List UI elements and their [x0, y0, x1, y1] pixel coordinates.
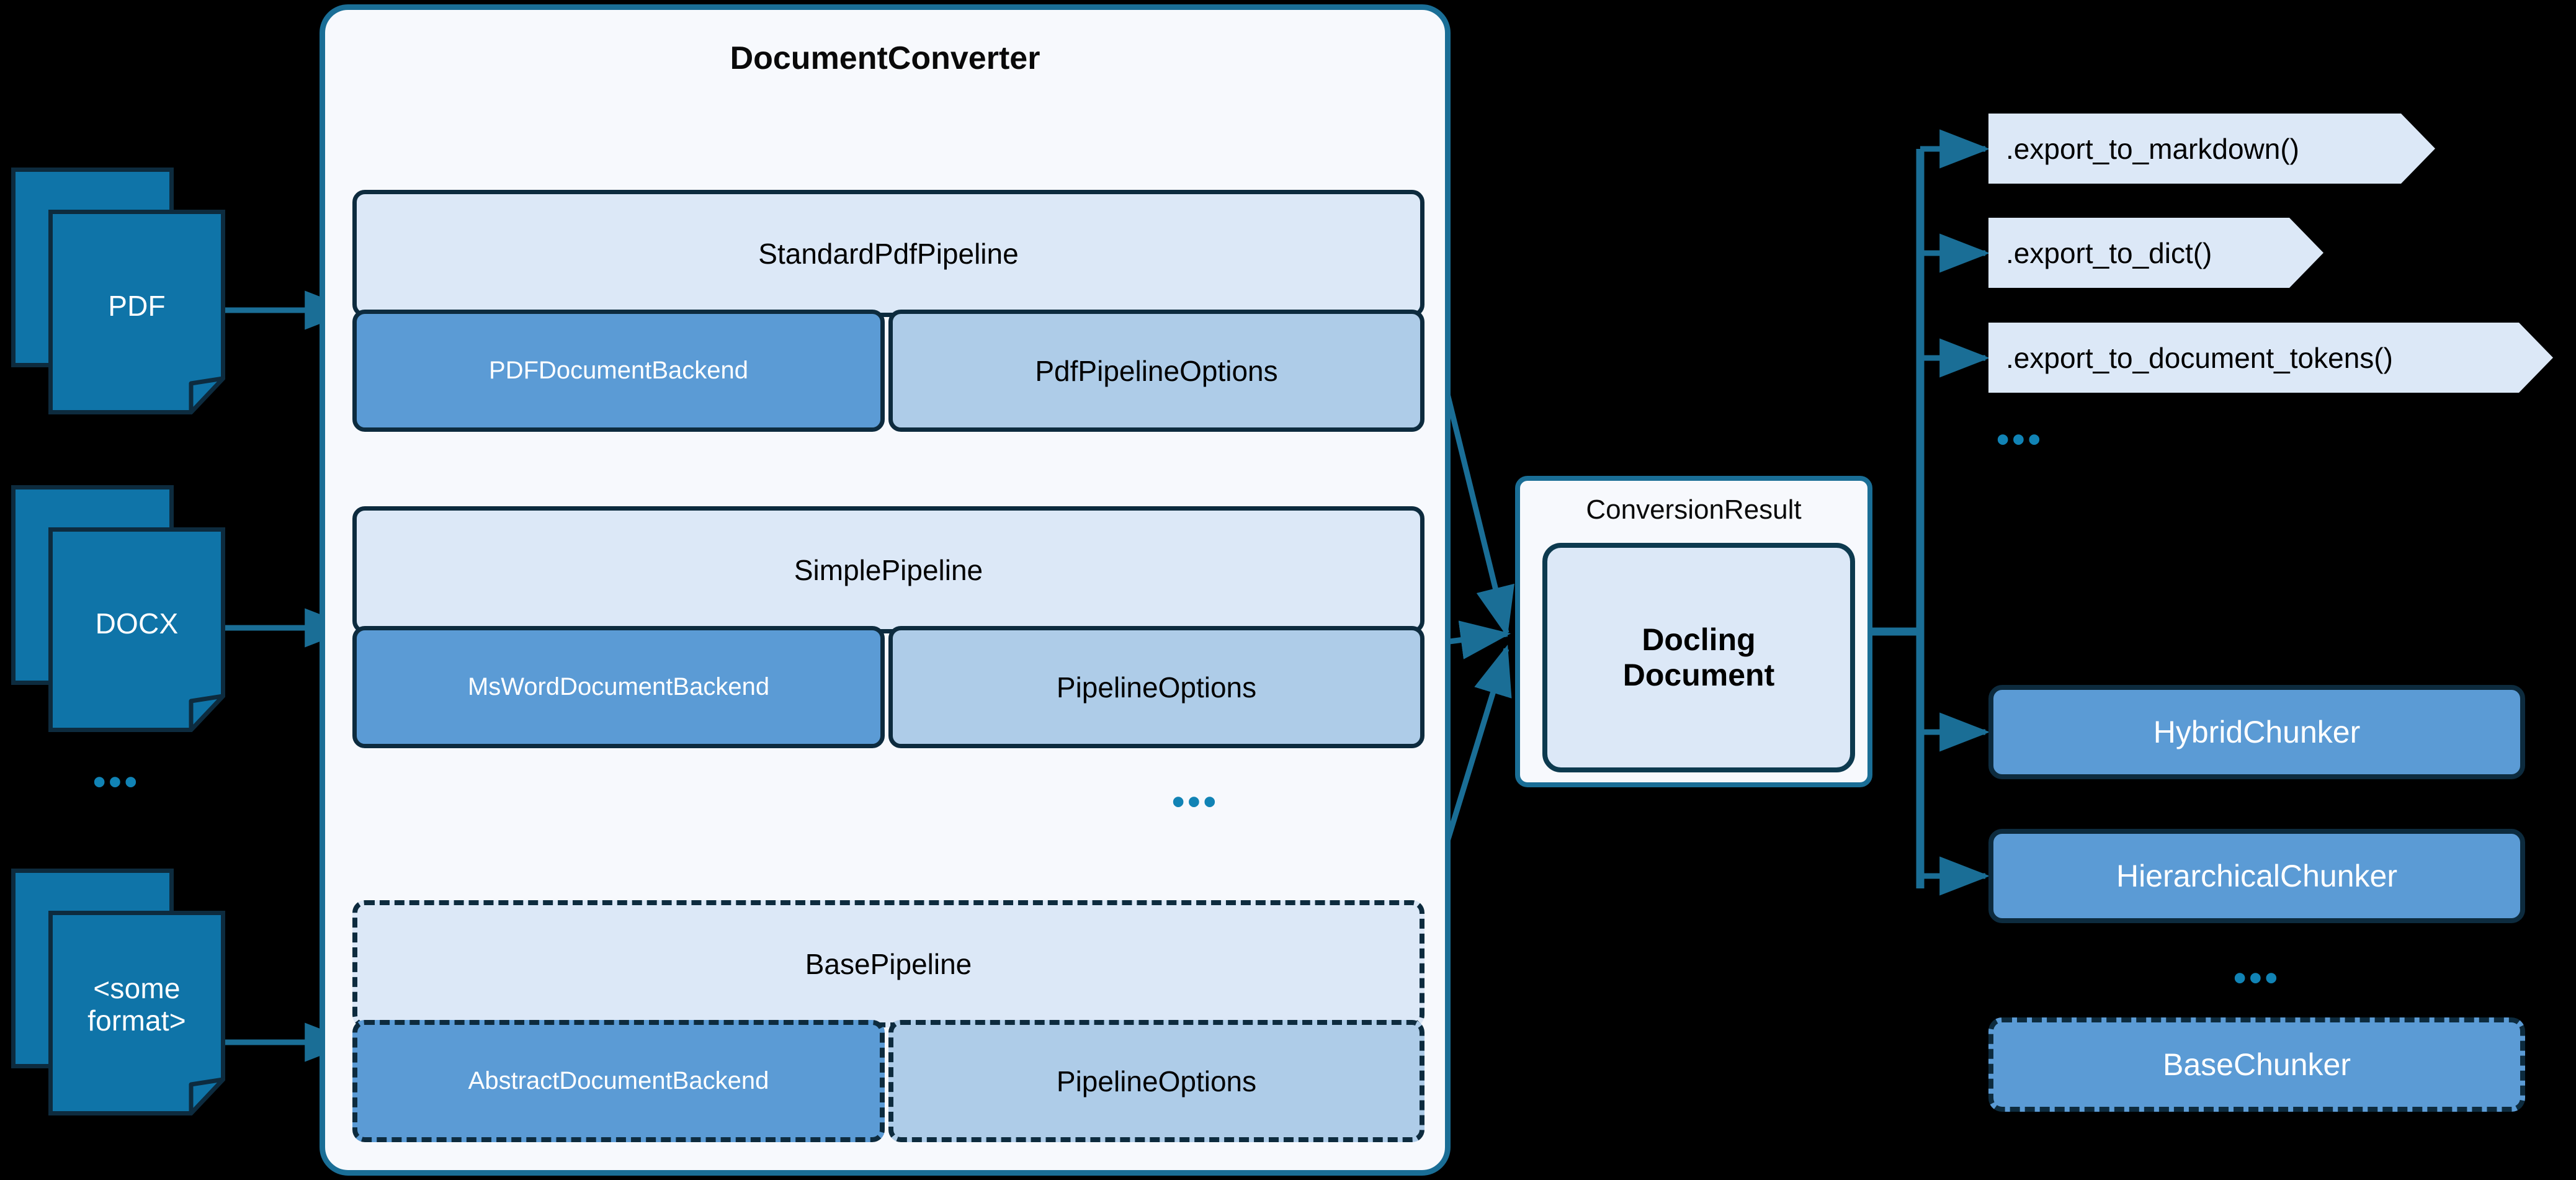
pipeline-standard-pdf-header: StandardPdfPipeline	[352, 190, 1424, 317]
exports-ellipsis: •••	[1997, 419, 2044, 460]
docling-document-box[interactable]: Docling Document	[1542, 543, 1855, 772]
input-docx[interactable]: DOCX	[11, 485, 225, 732]
pipeline-base[interactable]: BasePipeline AbstractDocumentBackend Pip…	[352, 900, 1424, 1142]
pipeline-simple-row: MsWordDocumentBackend PipelineOptions	[352, 626, 1424, 748]
export-to-markdown[interactable]: .export_to_markdown()	[1988, 114, 2435, 184]
pipeline-simple-backend[interactable]: MsWordDocumentBackend	[352, 626, 885, 748]
document-converter-container: DocumentConverter StandardPdfPipeline PD…	[320, 4, 1451, 1176]
chunkers-ellipsis: •••	[2234, 958, 2281, 998]
pipeline-simple-options[interactable]: PipelineOptions	[888, 626, 1424, 748]
some-format-front-sheet	[48, 911, 225, 1115]
pipeline-base-backend[interactable]: AbstractDocumentBackend	[352, 1020, 885, 1142]
pdf-front-sheet	[48, 210, 225, 414]
pipeline-standard-pdf[interactable]: StandardPdfPipeline PDFDocumentBackend P…	[352, 190, 1424, 432]
input-pdf-label: PDF	[108, 290, 166, 322]
hierarchical-chunker[interactable]: HierarchicalChunker	[1988, 829, 2525, 923]
page-title: DocumentConverter	[730, 40, 1040, 76]
hybrid-chunker[interactable]: HybridChunker	[1988, 685, 2525, 779]
pipeline-base-options[interactable]: PipelineOptions	[888, 1020, 1424, 1142]
input-some-format[interactable]: <some format>	[11, 869, 225, 1115]
chunker-branch-arrows	[1920, 712, 1990, 896]
export-to-dict[interactable]: .export_to_dict()	[1988, 218, 2323, 288]
pipeline-standard-pdf-backend[interactable]: PDFDocumentBackend	[352, 310, 885, 432]
conversion-result-container: ConversionResult Docling Document	[1515, 476, 1872, 787]
export-branch-arrows	[1920, 129, 1990, 378]
pipeline-base-row: AbstractDocumentBackend PipelineOptions	[352, 1020, 1424, 1142]
pipeline-standard-pdf-options[interactable]: PdfPipelineOptions	[888, 310, 1424, 432]
pipeline-standard-pdf-row: PDFDocumentBackend PdfPipelineOptions	[352, 310, 1424, 432]
pipeline-simple[interactable]: SimplePipeline MsWordDocumentBackend Pip…	[352, 506, 1424, 748]
input-pdf[interactable]: PDF	[11, 168, 225, 414]
pipeline-base-header: BasePipeline	[352, 900, 1424, 1027]
docx-front-sheet	[48, 527, 225, 732]
input-docx-label: DOCX	[95, 607, 179, 640]
base-chunker[interactable]: BaseChunker	[1988, 1017, 2525, 1112]
input-some-format-label: <some format>	[87, 972, 186, 1037]
inputs-ellipsis: •••	[93, 762, 140, 802]
pipeline-simple-header: SimplePipeline	[352, 506, 1424, 633]
export-to-document-tokens[interactable]: .export_to_document_tokens()	[1988, 323, 2553, 393]
result-branch-trunk	[1872, 149, 1925, 888]
conversion-result-label: ConversionResult	[1586, 494, 1802, 525]
converter-ellipsis: •••	[1172, 782, 1219, 822]
